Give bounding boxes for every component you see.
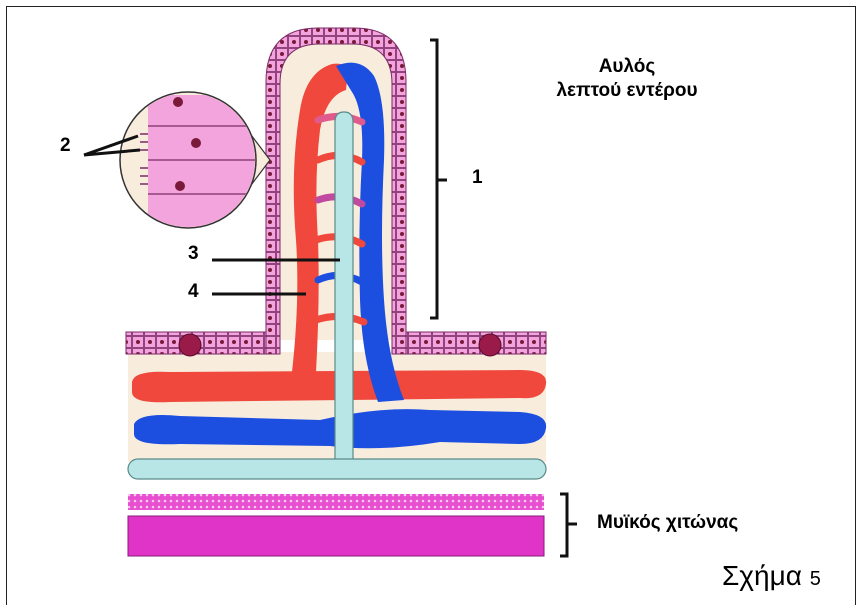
muscle-layer-inner: [128, 494, 544, 510]
bracket-villus: [430, 40, 437, 318]
enterocyte-inset: [120, 92, 270, 230]
lacteal-vertical: [335, 112, 353, 462]
epithelium-base-right: [404, 332, 546, 354]
caption-number: 5: [810, 568, 821, 590]
title: Αυλός λεπτού εντέρου: [532, 55, 722, 103]
figure-caption: Σχήμα 5: [722, 560, 821, 592]
label-3: 3: [188, 244, 199, 263]
title-line-2: λεπτού εντέρου: [532, 79, 722, 103]
label-muscle-layer: Μυϊκός χιτώνας: [597, 513, 738, 532]
label-1: 1: [472, 168, 483, 187]
bracket-muscle: [560, 494, 567, 556]
label-2: 2: [60, 136, 71, 155]
title-line-1: Αυλός: [532, 55, 722, 79]
caption-word: Σχήμα: [722, 560, 802, 591]
goblet-cell-left: [179, 334, 201, 356]
muscle-layer-outer: [128, 516, 544, 556]
label-4: 4: [188, 282, 199, 301]
lymph-vessel-horizontal: [128, 459, 546, 479]
goblet-cell-right: [479, 334, 501, 356]
